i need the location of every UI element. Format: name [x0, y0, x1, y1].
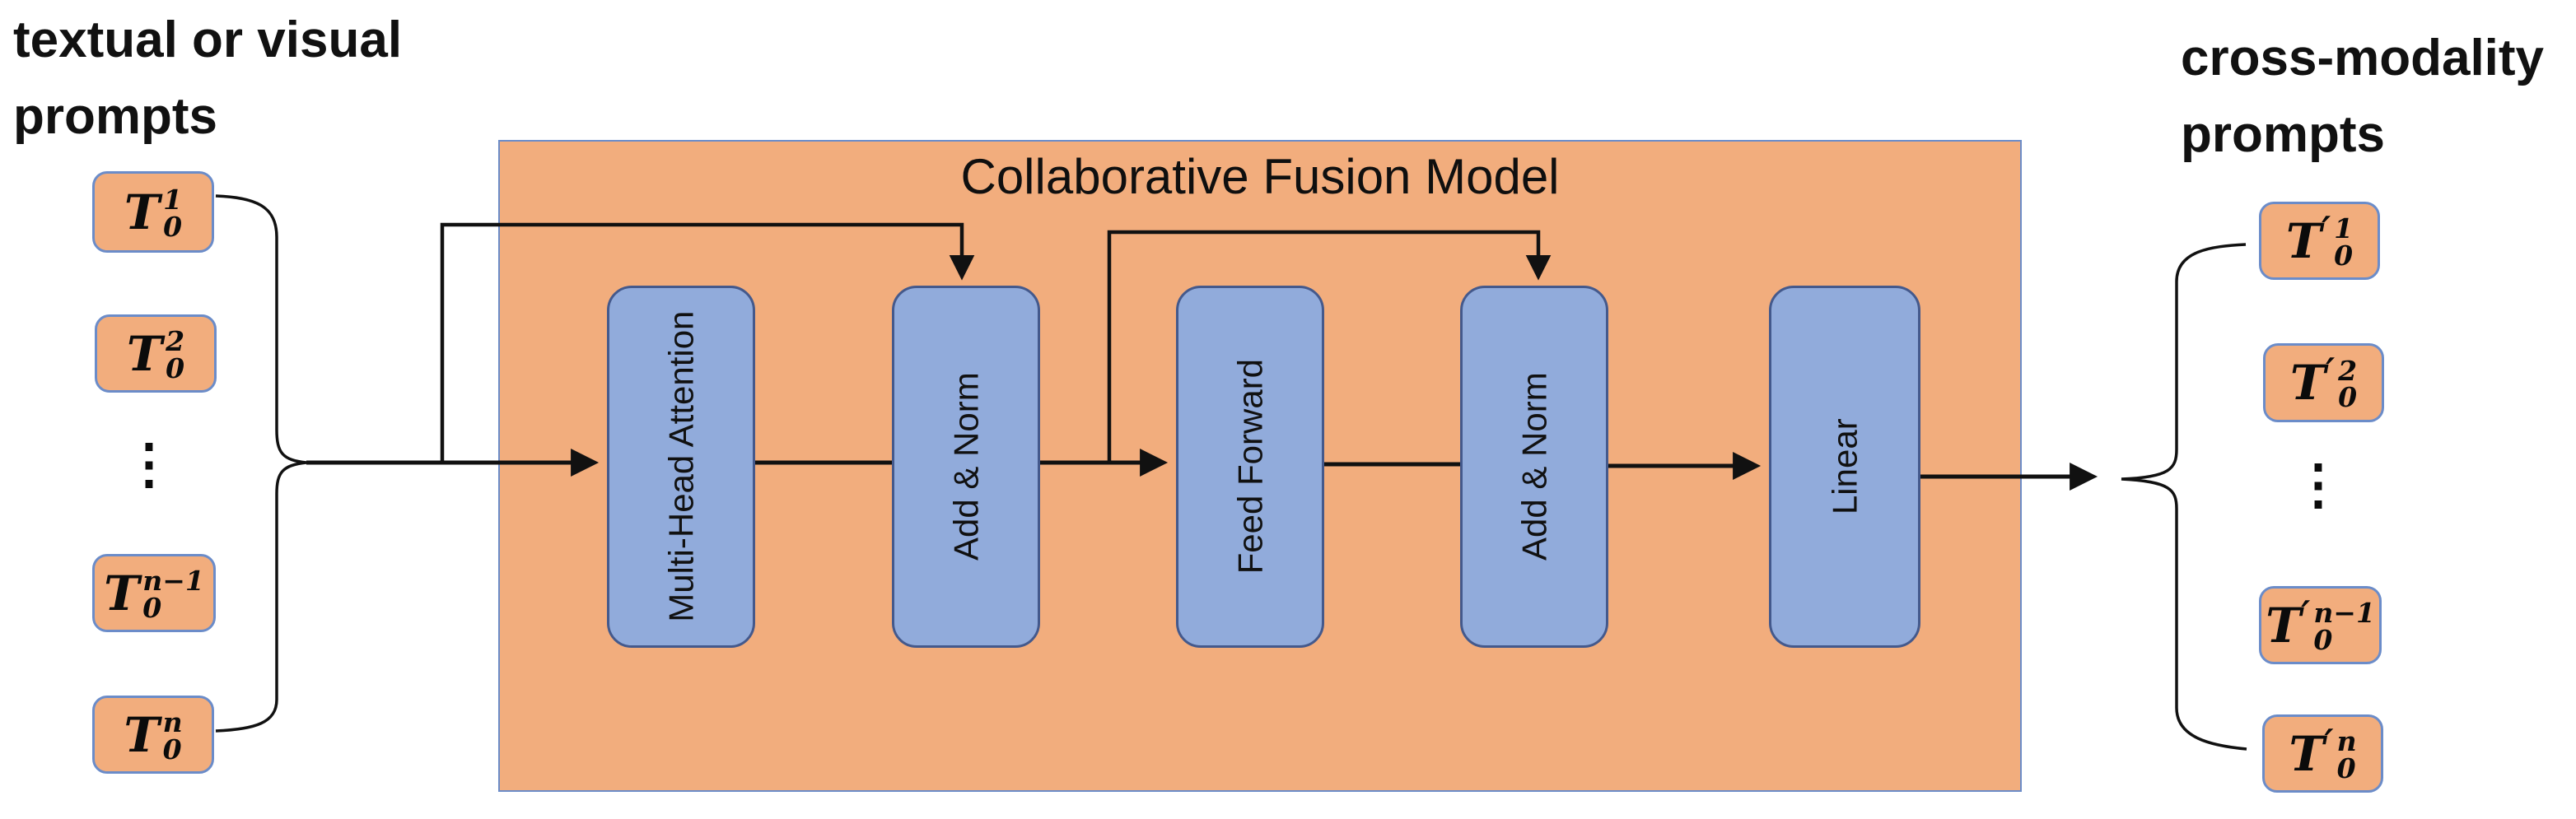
token-base: T — [2289, 355, 2326, 411]
token-sup: n−1 — [2313, 597, 2375, 630]
token-base: T — [2285, 212, 2322, 269]
token-sub: 0 — [2338, 381, 2358, 413]
block-label: Feed Forward — [1230, 359, 1270, 575]
left-prompts-heading: textual or visual prompts — [13, 2, 402, 155]
token-base: T — [124, 184, 161, 240]
right-ellipsis: ⋮ — [2291, 452, 2345, 516]
token-sub: 0 — [162, 733, 182, 765]
block-label: Add & Norm — [946, 372, 986, 561]
fusion-model-title: Collaborative Fusion Model — [960, 149, 1560, 204]
left-ellipsis: ⋮ — [122, 431, 176, 496]
token-base: T — [124, 706, 160, 763]
token-prime: ′ — [2326, 351, 2336, 391]
left-brace — [215, 194, 307, 733]
token-sup: 1 — [163, 184, 183, 216]
token-base: T — [104, 565, 140, 621]
block-feed-forward: Feed Forward — [1176, 286, 1324, 648]
block-linear: Linear — [1769, 286, 1920, 648]
token-sup: n — [2336, 725, 2357, 758]
block-label: Add & Norm — [1514, 372, 1554, 561]
token-sup: 1 — [2334, 212, 2354, 245]
right-brace — [2121, 243, 2247, 751]
token-prime: ′ — [2322, 208, 2331, 249]
token-sup: 2 — [2338, 354, 2358, 387]
block-label: Multi-Head Attention — [661, 310, 701, 623]
block-add-norm-1: Add & Norm — [892, 286, 1040, 648]
block-add-norm-2: Add & Norm — [1460, 286, 1608, 648]
token-sub: 0 — [142, 591, 162, 624]
right-heading-line2: prompts — [2181, 106, 2385, 163]
token-sub: 0 — [2313, 623, 2333, 656]
block-multi-head-attention: Multi-Head Attention — [607, 286, 755, 648]
token-base: T — [2266, 597, 2302, 654]
left-heading-line2: prompts — [13, 88, 217, 145]
block-label: Linear — [1825, 418, 1864, 515]
token-prime: ′ — [2301, 593, 2311, 634]
token-sub: 0 — [166, 351, 185, 384]
left-heading-line1: textual or visual — [13, 12, 403, 68]
token-prime: ′ — [2324, 721, 2334, 762]
token-sup: n−1 — [142, 565, 204, 598]
token-sub: 0 — [2334, 239, 2354, 272]
right-prompts-heading: cross-modality prompts — [2181, 20, 2544, 173]
token-sub: 0 — [163, 210, 183, 243]
token-base: T — [2289, 725, 2325, 782]
right-heading-line1: cross-modality — [2181, 30, 2545, 86]
token-base: T — [126, 325, 163, 382]
token-sub: 0 — [2336, 752, 2356, 784]
token-sup: 2 — [166, 325, 185, 358]
token-sup: n — [162, 706, 183, 739]
